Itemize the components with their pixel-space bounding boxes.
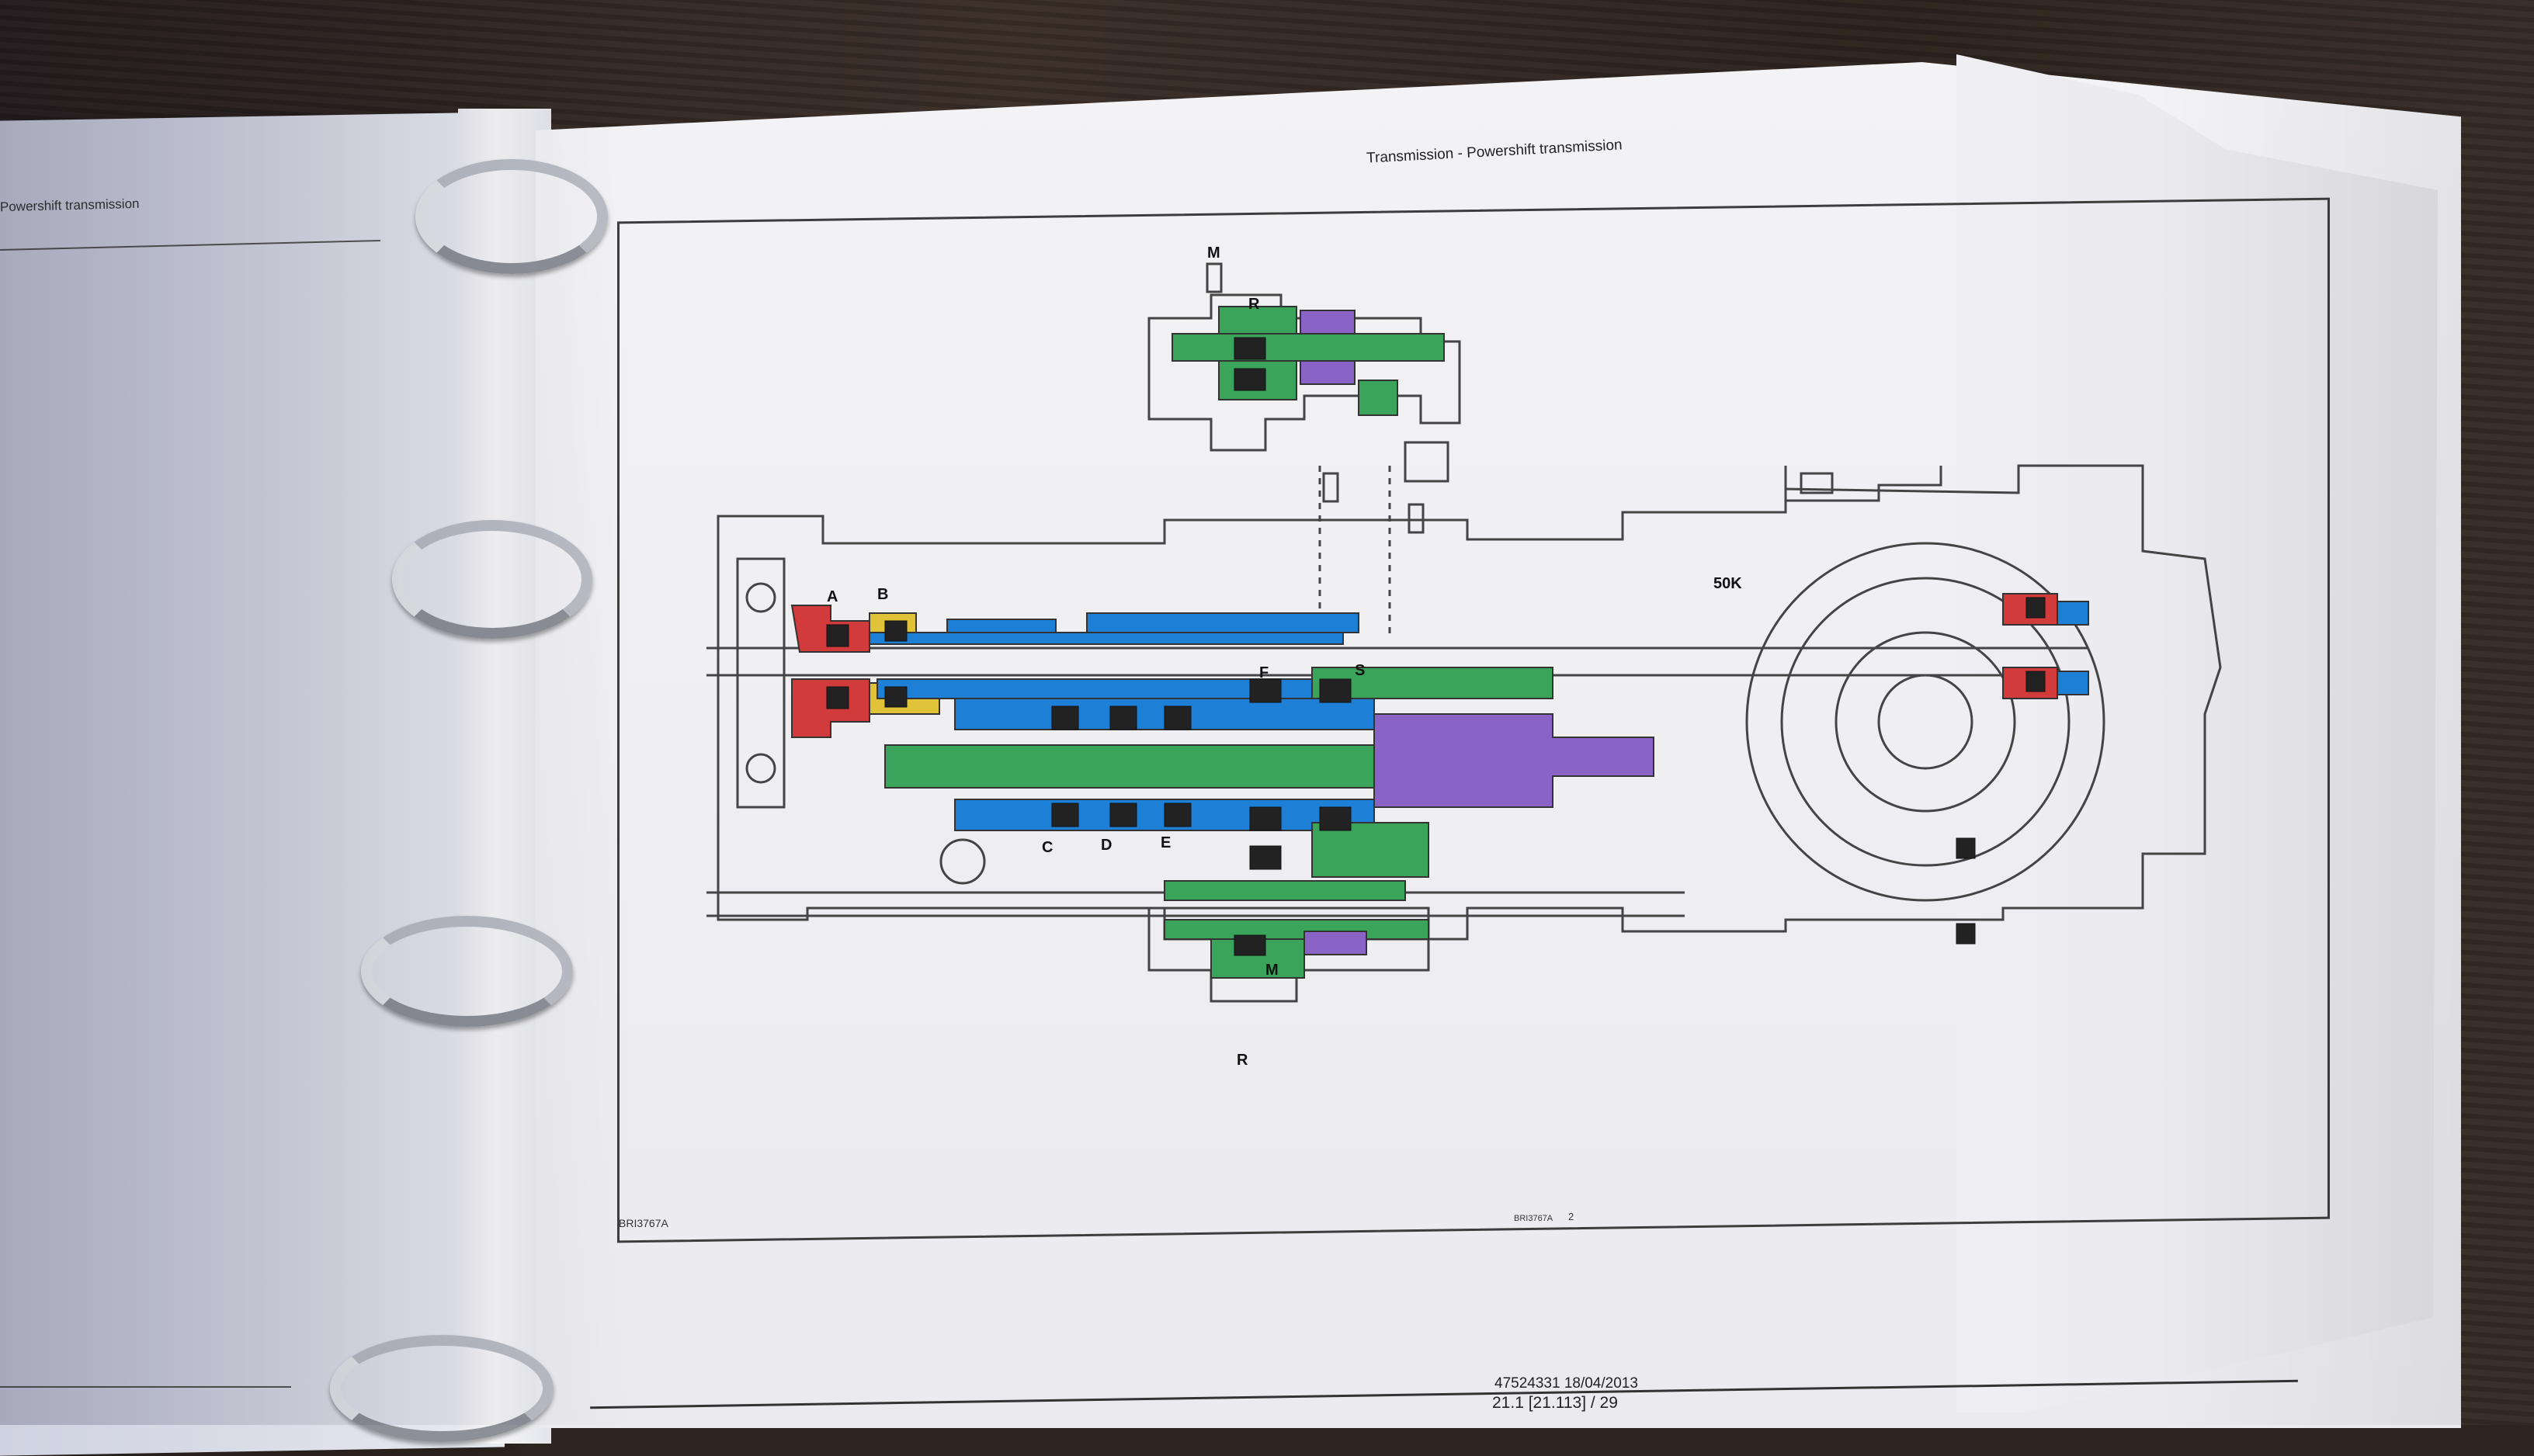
figure-code: BRI3767A [619, 1217, 668, 1229]
binder-ring-1 [415, 159, 608, 274]
figure-number: 2 [1568, 1211, 1574, 1222]
binder-ring-2 [392, 520, 592, 639]
label-m-bottom: M [1265, 962, 1279, 979]
binder-ring-4 [330, 1335, 554, 1442]
label-f: F [1259, 664, 1269, 681]
transmission-cutaway-diagram: M R A B C D E F S 50K M R [706, 244, 2222, 1069]
footer-page-number: 21.1 [21.113] / 29 [1492, 1394, 1618, 1412]
foldout-flap [1956, 54, 2438, 1413]
label-d: D [1101, 837, 1112, 854]
label-e: E [1161, 834, 1171, 851]
label-b: B [877, 586, 888, 603]
label-m-top: M [1207, 244, 1220, 262]
label-50k: 50K [1713, 575, 1742, 592]
binder-ring-3 [361, 916, 573, 1027]
label-r-bottom: R [1237, 1052, 1248, 1069]
label-r-top: R [1248, 296, 1260, 313]
footer-document-code: 47524331 18/04/2013 [1494, 1375, 1638, 1392]
label-c: C [1042, 839, 1053, 856]
left-page [0, 112, 505, 1456]
left-bottom-rule [0, 1386, 291, 1388]
figure-code-small: BRI3767A [1514, 1214, 1553, 1223]
label-s: S [1355, 662, 1365, 679]
label-a: A [827, 588, 838, 605]
